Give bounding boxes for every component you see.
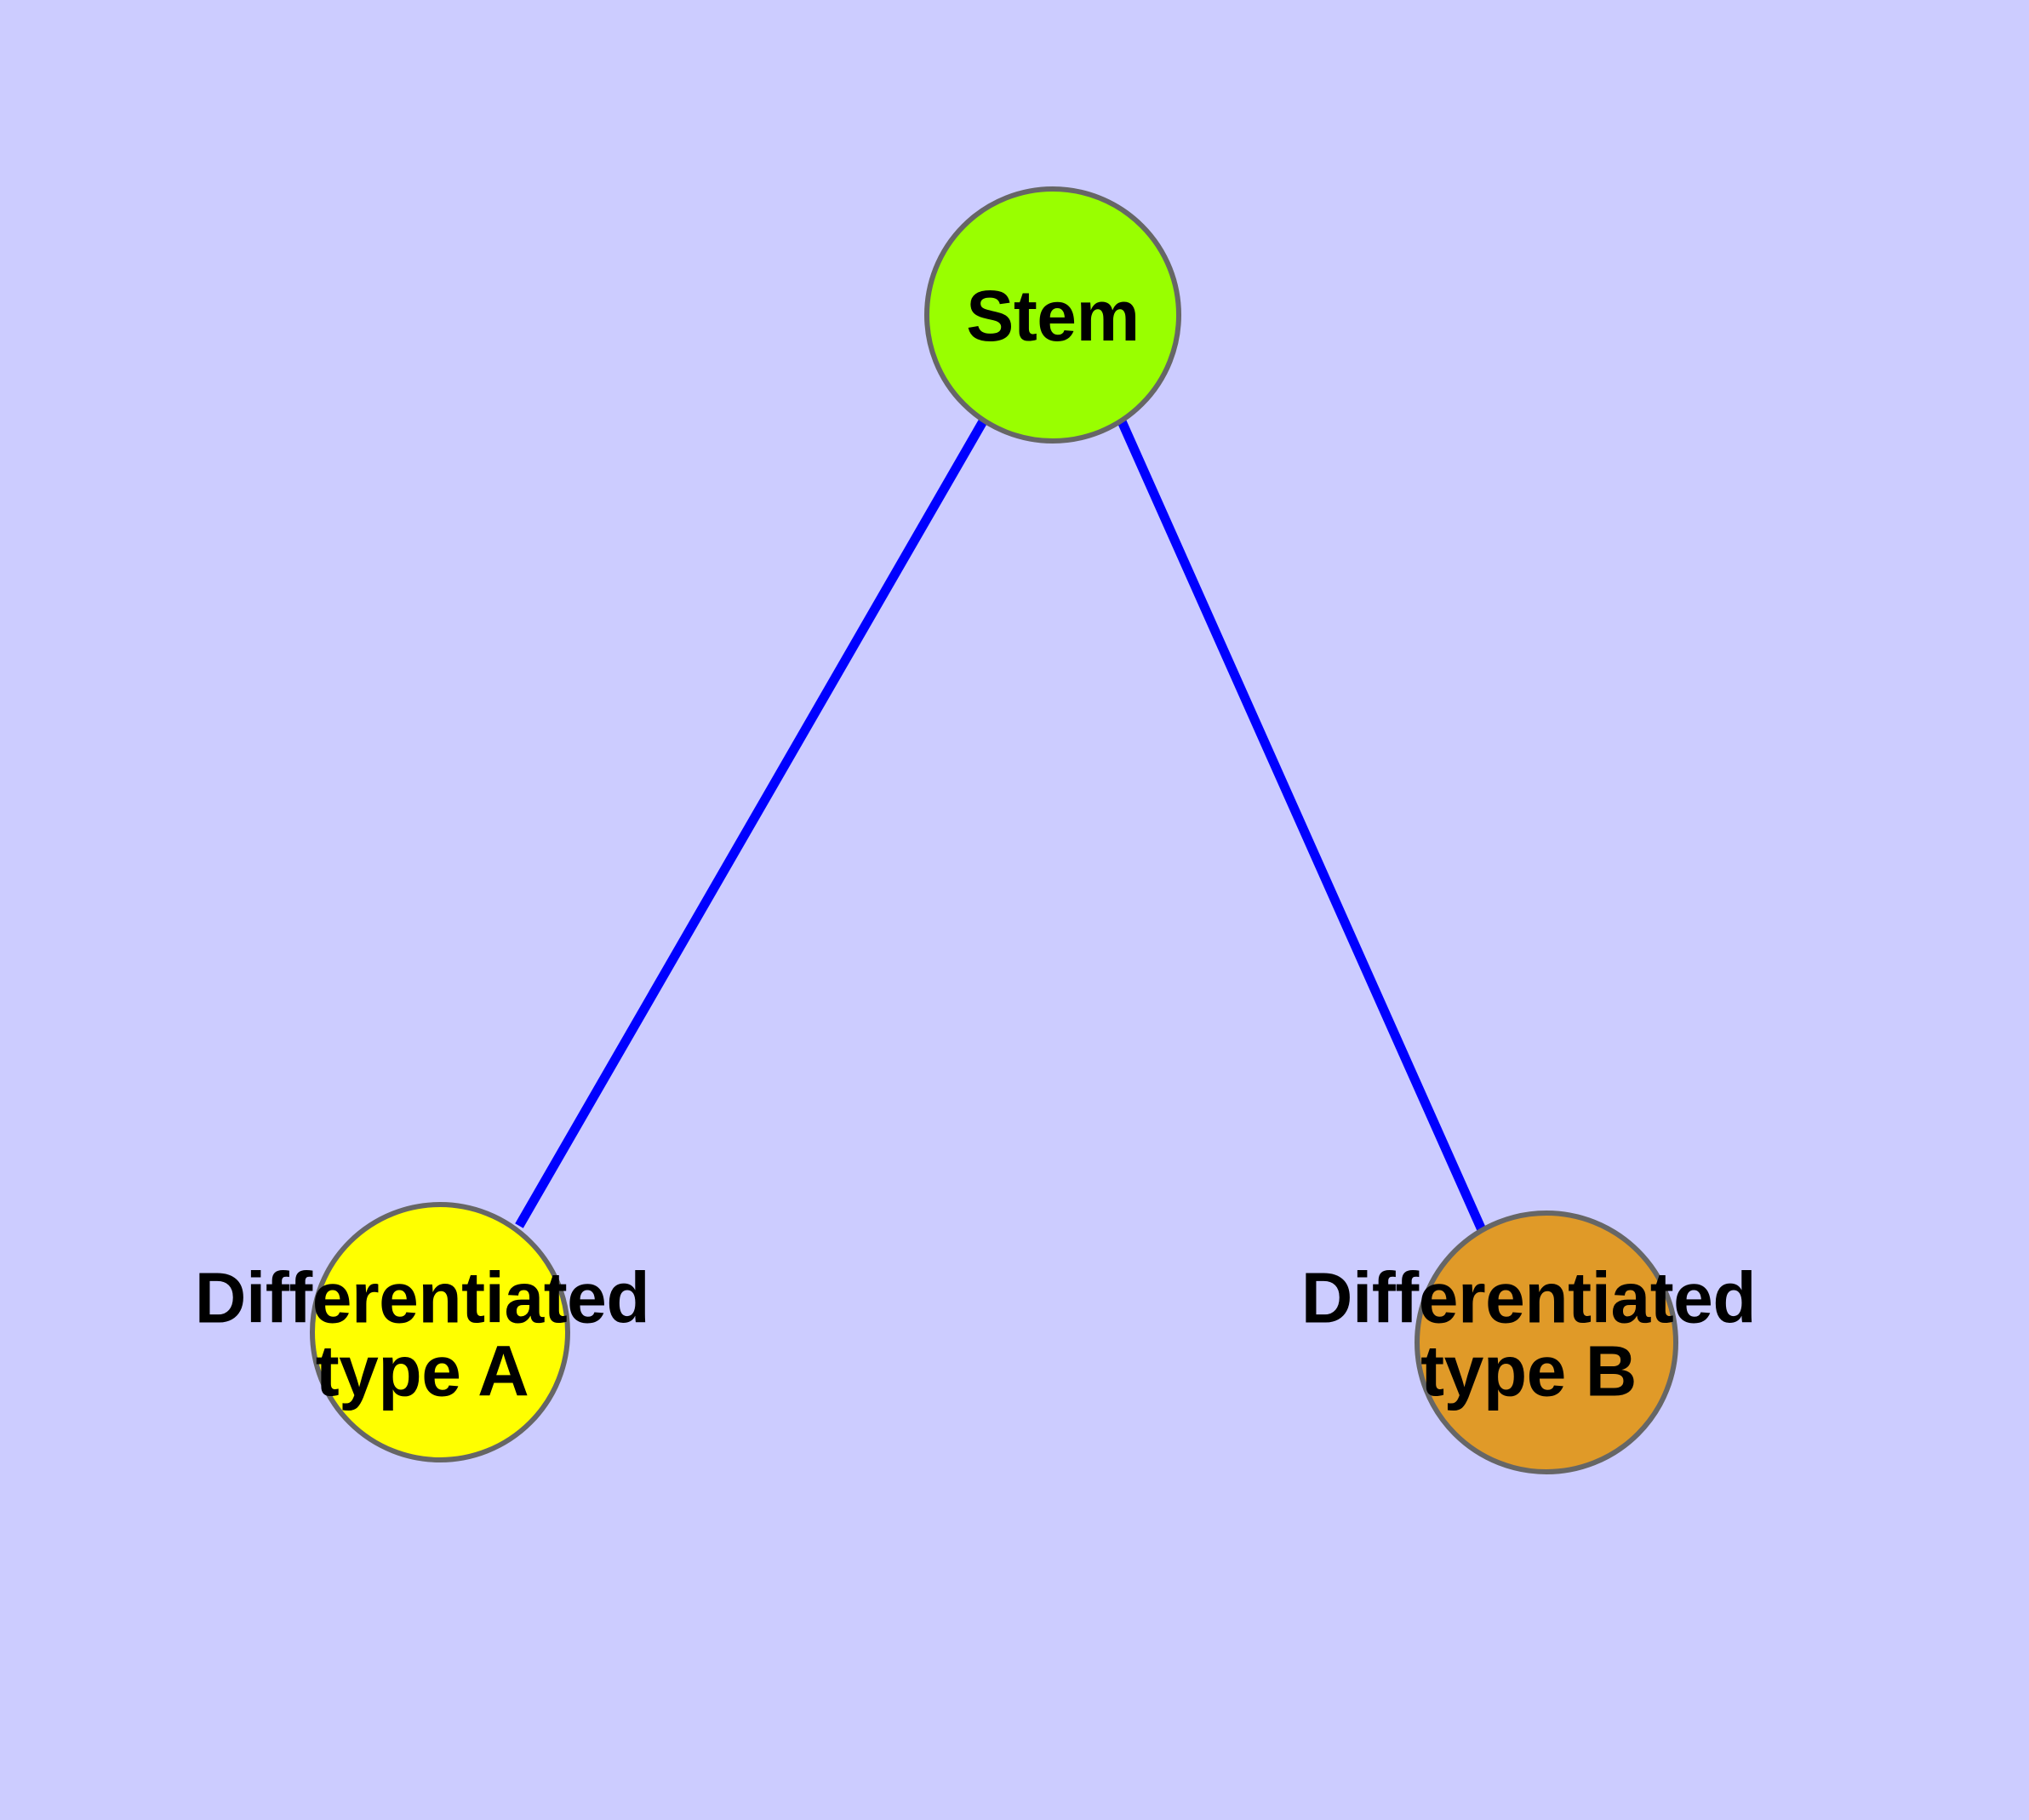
node-stem-circle[interactable] [924, 186, 1181, 444]
node-layer [310, 186, 1678, 1474]
edge-stem-to-differentiated-type-a[interactable] [515, 419, 987, 1228]
node-differentiated-type-b-circle[interactable] [1415, 1210, 1678, 1474]
edge-stem-to-differentiated-type-b[interactable] [1117, 419, 1488, 1234]
node-differentiated-type-a-circle[interactable] [310, 1202, 570, 1462]
edge-layer [515, 419, 1488, 1234]
